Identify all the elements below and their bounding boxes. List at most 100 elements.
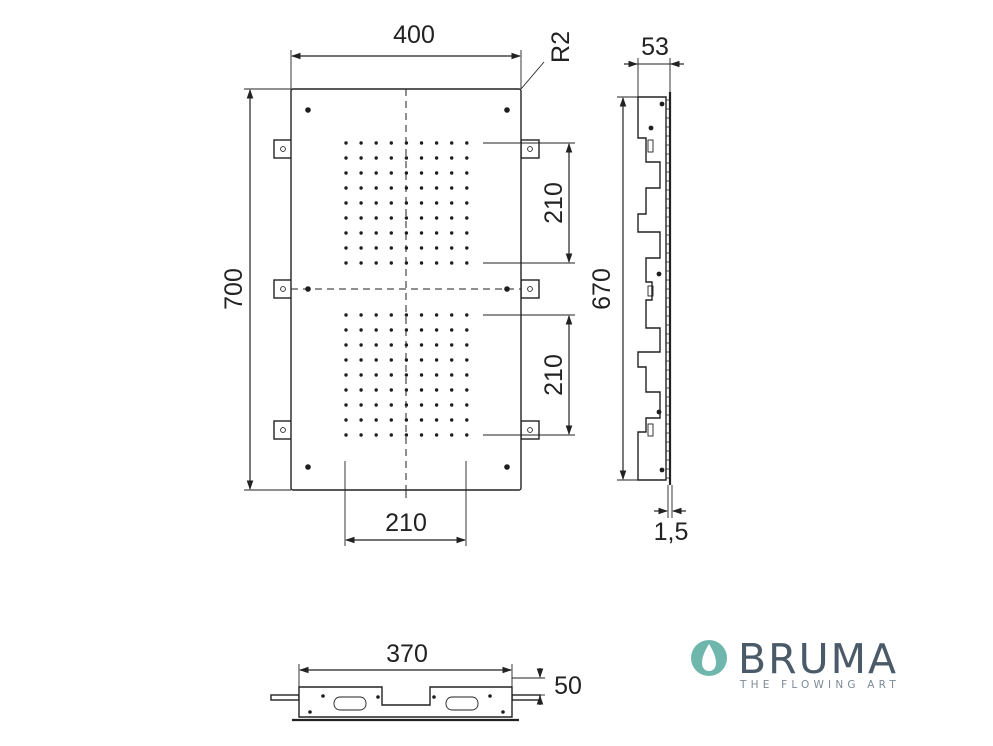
nozzle (389, 418, 393, 422)
nozzle (359, 231, 363, 235)
nozzle (450, 231, 454, 235)
nozzle (465, 186, 469, 190)
nozzle (389, 343, 393, 347)
nozzle (419, 186, 424, 190)
nozzle (389, 171, 393, 175)
nozzle (404, 328, 409, 332)
nozzle (344, 343, 348, 347)
nozzle (434, 201, 439, 205)
nozzle (419, 141, 424, 145)
nozzle (374, 418, 378, 422)
nozzle (434, 141, 439, 145)
label-length-370: 370 (386, 640, 428, 668)
nozzle (465, 343, 469, 347)
nozzle (450, 418, 454, 422)
nozzle (465, 328, 469, 332)
nozzle (465, 246, 469, 250)
label-lower-block-210: 210 (540, 354, 568, 396)
nozzle (419, 388, 424, 392)
nozzle (344, 403, 348, 407)
nozzle (359, 246, 363, 250)
dimension-length-370: 370 (298, 640, 513, 687)
dimension-lower-block-210: 210 (483, 314, 575, 436)
nozzle (404, 246, 409, 250)
label-depth-53: 53 (641, 33, 669, 61)
nozzle (404, 403, 409, 407)
label-upper-block-210: 210 (540, 182, 568, 224)
nozzle (344, 186, 348, 190)
dimension-height-670: 670 (588, 96, 638, 481)
nozzle (389, 433, 393, 437)
nozzle (450, 171, 454, 175)
nozzle (374, 201, 378, 205)
nozzle (465, 171, 469, 175)
nozzle (389, 403, 393, 407)
nozzle (374, 403, 378, 407)
mounting-tabs-left (273, 139, 293, 440)
screw-holes (305, 107, 510, 470)
nozzle (374, 141, 378, 145)
nozzle (404, 433, 409, 437)
nozzle (434, 156, 439, 160)
nozzle (434, 313, 439, 317)
nozzle (389, 373, 393, 377)
dimension-thickness-1-5: 1,5 (654, 485, 688, 546)
nozzle (374, 231, 378, 235)
nozzle (404, 418, 409, 422)
nozzle (344, 328, 348, 332)
nozzle (465, 156, 469, 160)
nozzle (374, 328, 378, 332)
nozzle (359, 433, 363, 437)
nozzle (419, 156, 424, 160)
nozzle (434, 388, 439, 392)
nozzle (359, 388, 363, 392)
nozzle-grid-lower (344, 313, 469, 437)
nozzle (450, 403, 454, 407)
dimension-depth-53: 53 (624, 33, 684, 97)
nozzle (404, 261, 409, 265)
nozzle (419, 171, 424, 175)
nozzle (419, 343, 424, 347)
label-height-700: 700 (220, 268, 248, 310)
side-view: 53 670 1,5 (588, 33, 688, 546)
nozzle (389, 141, 393, 145)
nozzle (434, 246, 439, 250)
nozzle (450, 156, 454, 160)
nozzle (404, 373, 409, 377)
nozzle (404, 343, 409, 347)
mounting-tabs-right (520, 139, 540, 440)
nozzle (344, 433, 348, 437)
nozzle (359, 171, 363, 175)
nozzle (450, 186, 454, 190)
nozzle (450, 313, 454, 317)
label-width-400: 400 (393, 21, 435, 49)
nozzle (344, 388, 348, 392)
nozzle (465, 141, 469, 145)
nozzle (419, 231, 424, 235)
nozzle (465, 388, 469, 392)
nozzle (359, 418, 363, 422)
nozzle (374, 343, 378, 347)
nozzle (374, 373, 378, 377)
nozzle (450, 343, 454, 347)
nozzle (465, 261, 469, 265)
nozzle (404, 171, 409, 175)
nozzle (465, 403, 469, 407)
nozzle (450, 433, 454, 437)
nozzle (374, 171, 378, 175)
nozzle (389, 216, 393, 220)
nozzle (404, 216, 409, 220)
nozzle (419, 433, 424, 437)
bruma-logo: BRUMA THE FLOWING ART (691, 635, 896, 691)
nozzle (419, 418, 424, 422)
nozzle (450, 261, 454, 265)
nozzle (344, 261, 348, 265)
nozzle (374, 313, 378, 317)
nozzle (434, 171, 439, 175)
nozzle (389, 358, 393, 362)
label-offset-50: 50 (554, 672, 582, 700)
nozzle (359, 403, 363, 407)
top-left-tab (270, 694, 300, 701)
nozzle (434, 261, 439, 265)
